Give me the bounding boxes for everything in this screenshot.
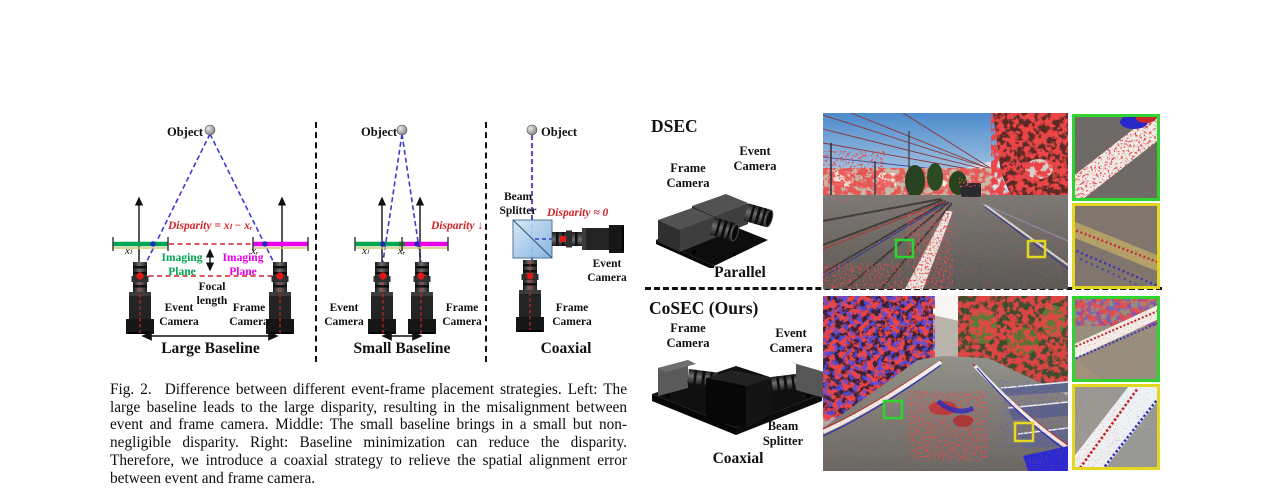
roi-box-yellow [1013, 421, 1035, 443]
cosec-event-camera-label: Event Camera [769, 326, 813, 355]
x-right-label: xᵣ [398, 245, 406, 257]
large-baseline-diagram [112, 124, 309, 341]
frame-camera-label: Frame Camera [442, 302, 482, 328]
event-camera-label: Event Camera [159, 302, 199, 328]
roi-box-green [894, 238, 915, 259]
object-label: Object [167, 125, 204, 139]
figure-caption: Fig. 2.Difference between different even… [110, 381, 627, 487]
disparity-label: Disparity ≈ 0 [547, 207, 609, 219]
x-right-label: xᵣ [251, 245, 259, 257]
dsec-crop-green [1072, 114, 1160, 201]
cosec-frame-camera-label: Frame Camera [666, 321, 710, 350]
small-baseline-title: Small Baseline [353, 340, 451, 357]
crop-border-green [1072, 296, 1160, 382]
crop-border-yellow [1072, 384, 1160, 470]
cosec-title: CoSEC (Ours) [649, 298, 759, 318]
event-optical-center [136, 272, 144, 280]
trolley-wires [823, 113, 996, 174]
object-sphere [526, 124, 538, 136]
cosec-scene-image [823, 296, 1068, 471]
cosec-crop-green [1072, 296, 1160, 382]
coaxial-title: Coaxial [540, 340, 592, 357]
dsec-camera-render [656, 193, 775, 268]
x-left-label: xₗ [362, 245, 369, 257]
x-left-label: xₗ [125, 245, 132, 257]
focal-length-label: Focal length [196, 281, 228, 307]
frame-camera-label: Frame Camera [229, 302, 269, 328]
beam-splitter-housing [706, 370, 772, 386]
caption-tag: Fig. 2. [110, 381, 152, 398]
event-camera-body [796, 364, 824, 398]
frame-camera-label: Frame Camera [552, 302, 592, 328]
panel-divider-2 [485, 122, 487, 362]
disparity-formula: Disparity = xₗ − xᵣ [168, 220, 253, 232]
dsec-title: DSEC [651, 116, 698, 136]
cosec-beam-splitter-label: Beam Splitter [762, 419, 804, 448]
cosec-crop-yellow [1072, 384, 1160, 470]
crop-border-yellow [1072, 203, 1160, 289]
disparity-label: Disparity ↓ [431, 220, 484, 232]
dsec-scene-image [823, 113, 1068, 289]
object-sphere [204, 124, 216, 136]
caption-text: Difference between different event-frame… [110, 381, 627, 487]
dsec-crop-yellow [1072, 203, 1160, 289]
event-camera-lens [771, 373, 801, 391]
frame-optical-center [276, 272, 284, 280]
imaging-plane-left-label: Imaging Plane [161, 252, 203, 278]
event-camera-label: Event Camera [324, 302, 364, 328]
left-ray [139, 133, 211, 276]
event-camera-label: Event Camera [587, 258, 627, 284]
dsec-event-camera-label: Event Camera [733, 144, 777, 173]
small-baseline-diagram [354, 124, 449, 341]
object-sphere [396, 124, 408, 136]
coaxial-diagram [512, 124, 624, 332]
right-ray [209, 133, 281, 276]
beam-splitter-label: Beam Splitter [499, 191, 537, 217]
cosec-arrangement-label: Coaxial [712, 450, 764, 467]
roi-box-green [882, 399, 904, 420]
dsec-frame-camera-label: Frame Camera [666, 161, 710, 190]
large-baseline-title: Large Baseline [161, 340, 260, 357]
dsec-arrangement-label: Parallel [714, 264, 766, 281]
object-label: Object [541, 125, 578, 139]
object-label: Object [361, 125, 398, 139]
panel-divider-1 [315, 122, 317, 362]
roi-box-yellow [1026, 239, 1047, 259]
cosec-camera-render [652, 360, 824, 435]
imaging-plane-right-label: Imaging Plane [222, 252, 264, 278]
crop-border-green [1072, 114, 1160, 201]
